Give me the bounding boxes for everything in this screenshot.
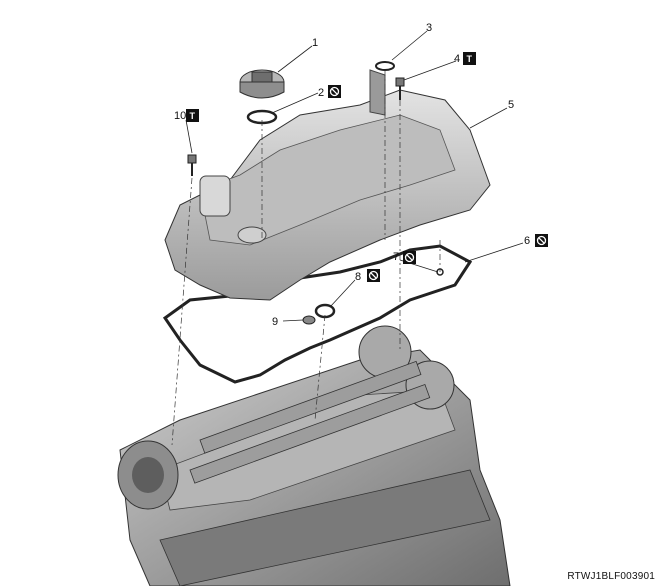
callout-8: 8 [355, 271, 361, 283]
callout-3: 3 [426, 22, 432, 34]
washer [375, 61, 395, 71]
callout-7: 7 [393, 251, 399, 263]
callout-2: 2 [318, 87, 324, 99]
oil-filler-cap [239, 69, 285, 99]
callout-6: 6 [524, 235, 530, 247]
camshaft [189, 360, 431, 484]
leader-lines [185, 30, 524, 322]
no-reuse-badge-8 [367, 269, 380, 282]
no-reuse-badge-6 [535, 234, 548, 247]
cylinder-head [117, 325, 511, 586]
torque-badge-10: T [186, 109, 199, 122]
small-seal [302, 315, 316, 325]
svg-text:T: T [190, 111, 196, 121]
callout-10: 10 [174, 110, 186, 122]
callout-5: 5 [508, 99, 514, 111]
side-bolt [187, 154, 197, 176]
callout-1: 1 [312, 37, 318, 49]
guide-lines [171, 70, 441, 446]
cover-gasket [162, 244, 473, 384]
no-reuse-badge-7 [403, 251, 416, 264]
no-reuse-badge-2 [328, 85, 341, 98]
torque-badge-4: T [463, 52, 476, 65]
cylinder-head-cover [164, 69, 491, 301]
cover-bolt [395, 77, 405, 100]
figure-code: RTWJ1BLF003901 [567, 571, 655, 582]
callout-4: 4 [454, 53, 460, 65]
svg-text:T: T [467, 54, 473, 64]
callout-9: 9 [272, 316, 278, 328]
